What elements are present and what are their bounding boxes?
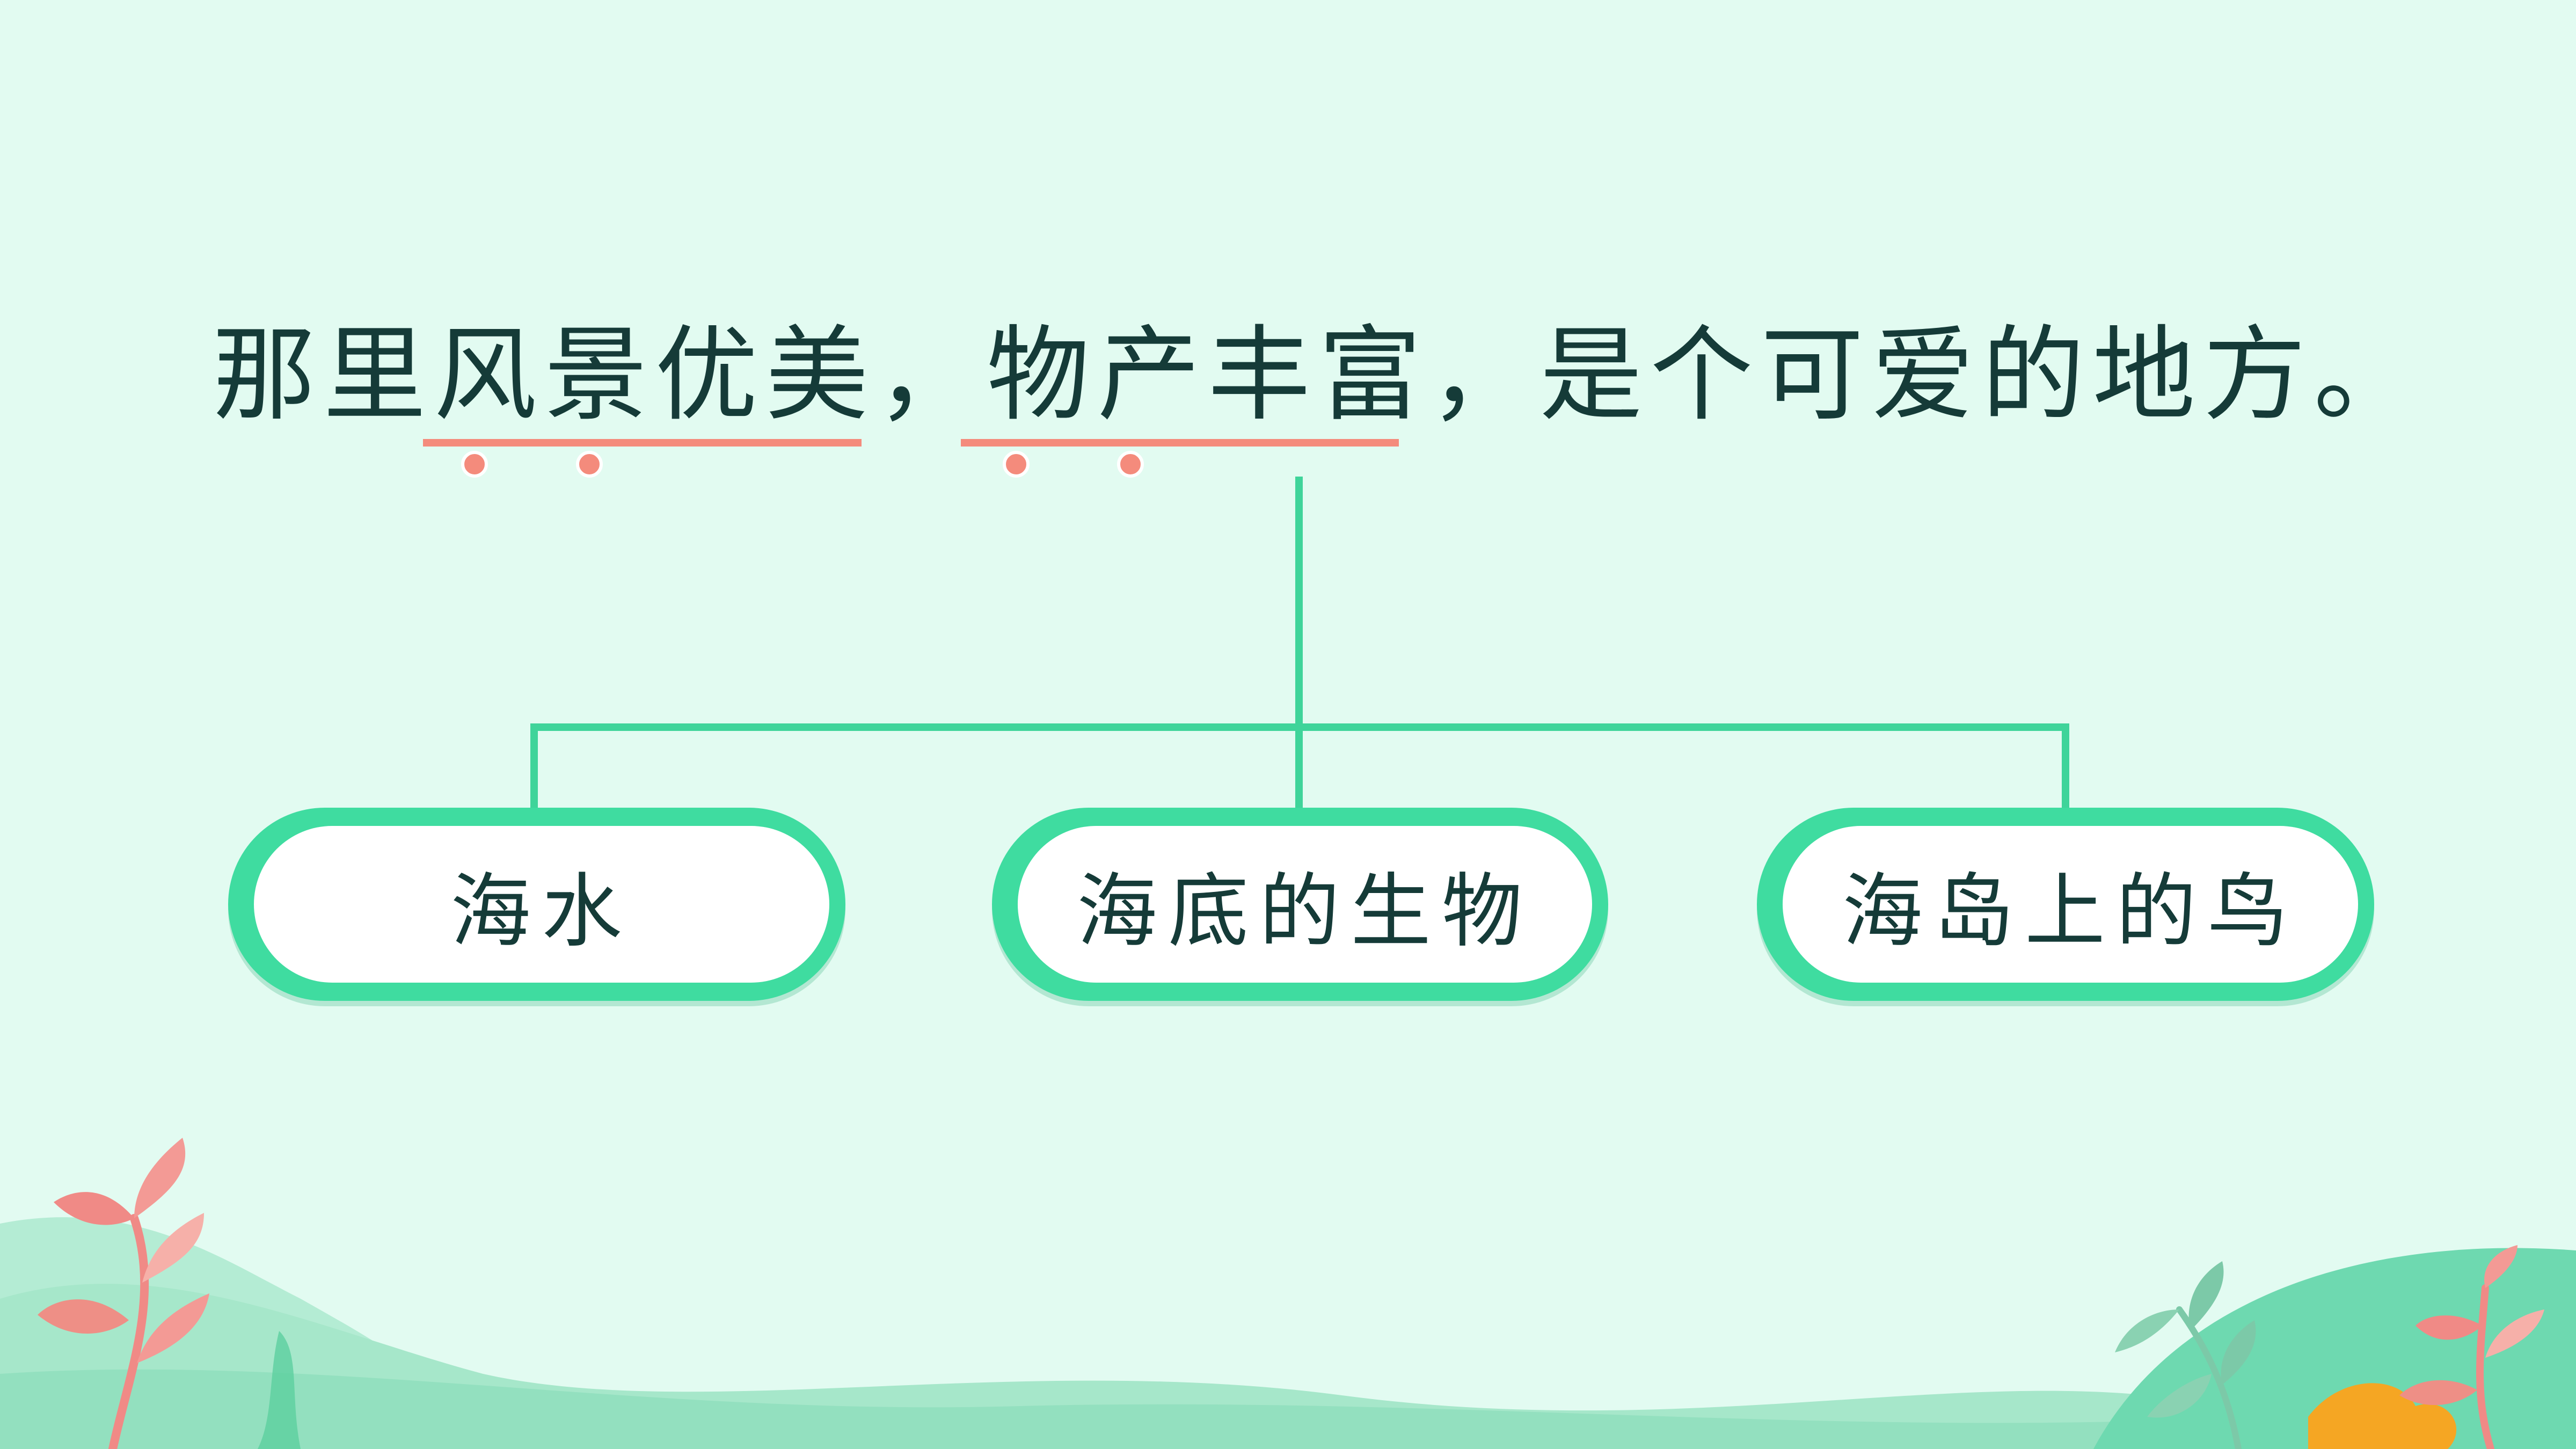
node-label: 海水 xyxy=(254,826,829,983)
main-sentence: 那里风景优美，物产丰富，是个可爱的地方。 xyxy=(213,301,2424,451)
highlight-products: 物产丰富 xyxy=(987,316,1429,435)
sentence-part-1: 那里 xyxy=(213,316,434,435)
emphasis-marks xyxy=(423,439,1399,478)
node-label: 海底的生物 xyxy=(1018,826,1592,983)
connector-lines xyxy=(530,477,2069,814)
leaf-icon xyxy=(2115,1245,2544,1449)
emphasis-dots xyxy=(461,451,1144,478)
node-seabed-creatures: 海底的生物 xyxy=(992,808,1608,1001)
node-seawater: 海水 xyxy=(228,808,845,1001)
node-label: 海岛上的鸟 xyxy=(1783,826,2358,983)
node-island-birds: 海岛上的鸟 xyxy=(1757,808,2374,1001)
highlight-scenery: 风景优美 xyxy=(434,316,876,435)
hill-icon xyxy=(0,1217,2576,1449)
sentence-part-2: ， xyxy=(876,316,987,435)
leaf-icon xyxy=(38,1138,301,1449)
sentence-part-3: ，是个可爱的地方。 xyxy=(1429,316,2424,435)
